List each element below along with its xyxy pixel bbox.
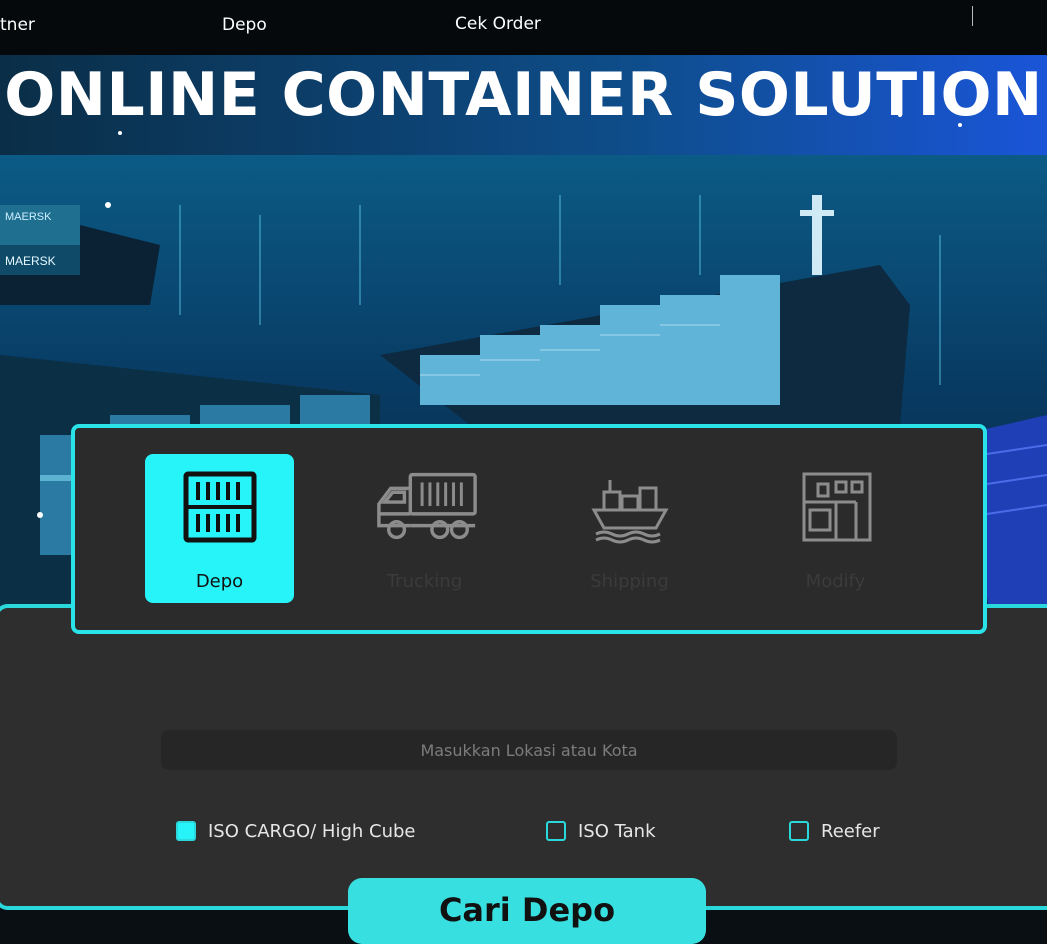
ship-text: MAERSK (5, 254, 56, 268)
tab-modify[interactable]: Modify (761, 454, 910, 603)
nav-link-cek-order[interactable]: Cek Order (455, 14, 541, 34)
container-icon (183, 471, 257, 543)
location-search-input[interactable] (161, 730, 897, 770)
checkbox-iso-cargo[interactable] (176, 821, 196, 841)
top-navigation: tner Depo Cek Order (0, 0, 1047, 55)
truck-icon (377, 472, 477, 540)
search-depo-button[interactable]: Cari Depo (348, 878, 706, 944)
tab-trucking[interactable]: Trucking (350, 454, 499, 603)
tab-label-modify: Modify (805, 571, 866, 592)
filter-label-reefer: Reefer (821, 820, 880, 842)
tab-label-trucking: Trucking (386, 571, 463, 592)
nav-divider (972, 6, 973, 26)
checkbox-iso-tank[interactable] (546, 821, 566, 841)
service-selector: Depo Trucking (71, 424, 987, 634)
filter-iso-cargo[interactable]: ISO CARGO/ High Cube (176, 818, 415, 844)
filter-label-iso-tank: ISO Tank (578, 820, 656, 842)
tab-label-shipping: Shipping (590, 571, 669, 592)
filter-iso-tank[interactable]: ISO Tank (546, 818, 656, 844)
modify-container-icon (802, 472, 872, 542)
tab-depo[interactable]: Depo (145, 454, 294, 603)
tab-shipping[interactable]: Shipping (555, 454, 704, 603)
ship-text: MAERSK (5, 211, 52, 223)
ship-icon (591, 480, 669, 544)
nav-link-depo[interactable]: Depo (222, 15, 267, 35)
hero-title: ONLINE CONTAINER SOLUTION (4, 60, 1043, 130)
filter-label-iso-cargo: ISO CARGO/ High Cube (208, 820, 416, 842)
nav-link-partner[interactable]: tner (0, 15, 35, 35)
filter-reefer[interactable]: Reefer (789, 818, 880, 844)
tab-label-depo: Depo (195, 571, 244, 592)
checkbox-reefer[interactable] (789, 821, 809, 841)
